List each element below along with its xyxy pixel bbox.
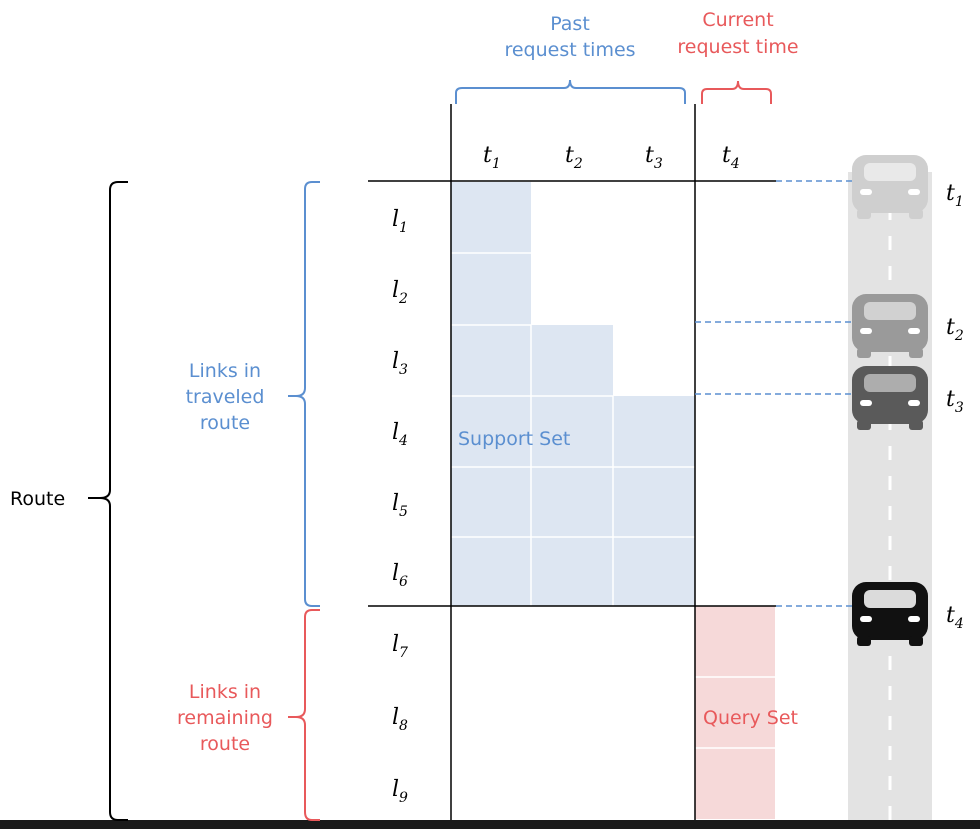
column-headers: t1 t2 t3 t4 xyxy=(483,143,740,172)
bottom-bar xyxy=(0,820,980,829)
remaining-label-line3: route xyxy=(200,733,250,755)
route-label: Route xyxy=(10,488,65,510)
car-icon xyxy=(852,155,928,219)
car-time-label: t4 xyxy=(946,603,964,632)
past-label-line2: request times xyxy=(504,39,635,61)
past-label-line1: Past xyxy=(550,13,590,35)
row-label: l6 xyxy=(392,561,408,590)
row-label: l1 xyxy=(392,207,408,236)
traveled-label-line1: Links in xyxy=(189,360,261,382)
remaining-brace xyxy=(295,609,320,821)
car-icon xyxy=(852,366,928,430)
traveled-label-line2: traveled xyxy=(186,386,265,408)
row-label: l4 xyxy=(392,420,408,449)
support-set-region xyxy=(451,182,695,606)
row-label: l3 xyxy=(392,349,408,378)
row-label: l9 xyxy=(392,777,408,806)
remaining-label-line1: Links in xyxy=(189,681,261,703)
support-set-label: Support Set xyxy=(458,428,570,450)
grid-lines xyxy=(368,104,776,820)
traveled-label-line3: route xyxy=(200,412,250,434)
traveled-brace xyxy=(295,181,320,607)
car-icon xyxy=(852,582,928,646)
query-set-region xyxy=(695,606,775,819)
row-label: l7 xyxy=(392,632,408,661)
car-time-label: t1 xyxy=(946,181,964,210)
past-times-brace xyxy=(455,79,686,104)
current-label-line2: request time xyxy=(677,36,798,58)
route-brace xyxy=(99,181,128,821)
column-header: t1 xyxy=(483,143,501,172)
query-set-label: Query Set xyxy=(703,707,798,729)
current-time-brace xyxy=(701,80,772,104)
car-icon xyxy=(852,294,928,358)
column-header: t4 xyxy=(722,143,740,172)
remaining-label-line2: remaining xyxy=(177,707,273,729)
car-time-label: t3 xyxy=(946,387,964,416)
row-label: l5 xyxy=(392,491,408,520)
car-time-label: t2 xyxy=(946,315,964,344)
column-header: t2 xyxy=(565,143,583,172)
current-label-line1: Current xyxy=(702,9,773,31)
time-connectors xyxy=(695,180,853,607)
row-label: l2 xyxy=(392,278,408,307)
road xyxy=(848,172,932,820)
column-header: t3 xyxy=(645,143,663,172)
row-label: l8 xyxy=(392,705,408,734)
row-labels: l1 l2 l3 l4 l5 l6 l7 l8 l9 xyxy=(392,207,408,806)
